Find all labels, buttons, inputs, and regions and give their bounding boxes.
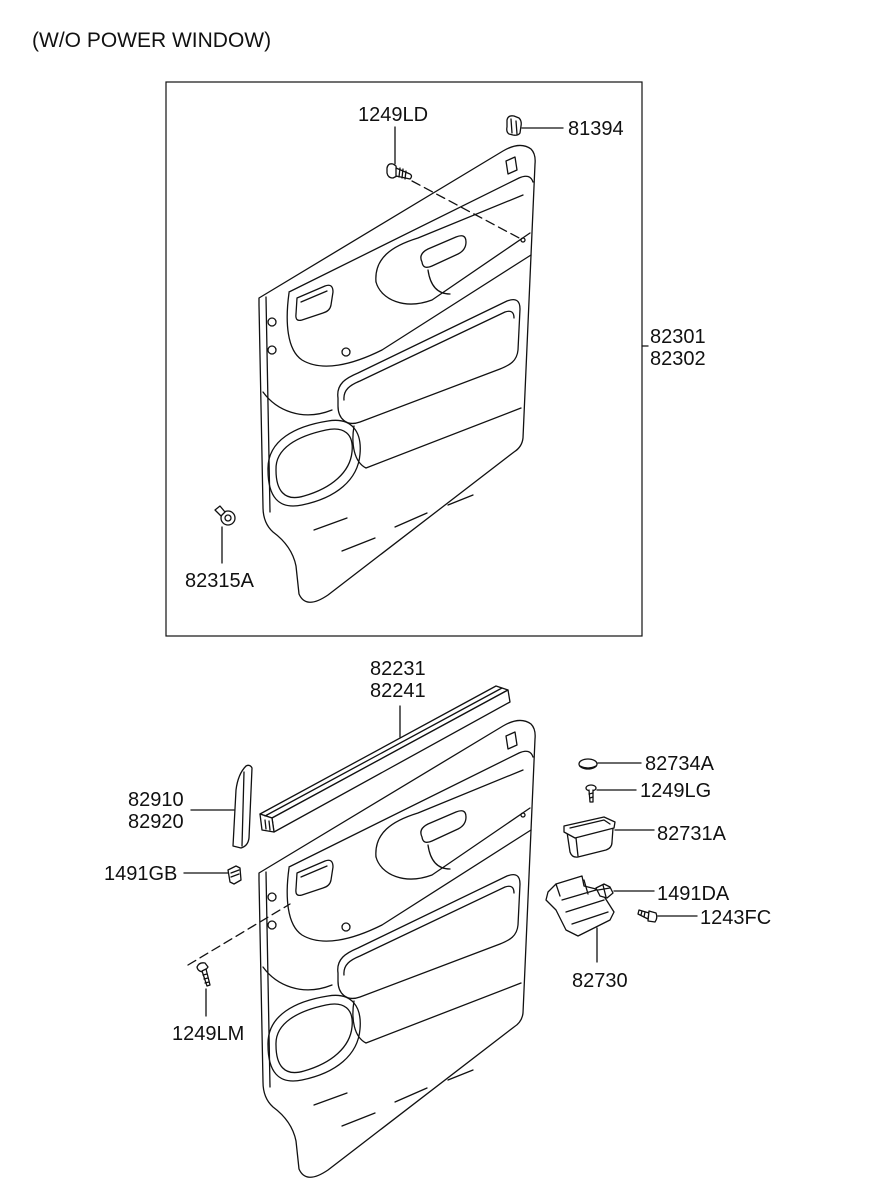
trim-82910-part <box>232 764 253 849</box>
cap-82734A-part <box>578 758 598 770</box>
callout-82910: 82910 <box>128 789 184 811</box>
callout-82301: 82301 <box>650 326 706 348</box>
callout-1491GB: 1491GB <box>104 863 177 885</box>
page-title: (W/O POWER WINDOW) <box>32 29 271 52</box>
callout-82231: 82231 <box>370 658 426 680</box>
callout-82315A: 82315A <box>185 570 255 592</box>
callout-1243FC: 1243FC <box>700 907 771 929</box>
screw-1243FC-part <box>637 909 658 923</box>
callout-82302: 82302 <box>650 348 706 370</box>
callout-1249LG: 1249LG <box>640 780 711 802</box>
callout-82241: 82241 <box>370 680 426 702</box>
clip-82315A-part <box>214 505 236 526</box>
clip-81394-part <box>506 115 522 136</box>
fastener-1491GB-part <box>227 865 242 885</box>
screw-1249LG-part <box>585 784 597 803</box>
callout-82730: 82730 <box>572 970 628 992</box>
callout-81394: 81394 <box>568 118 624 140</box>
fastener-1491DA-part <box>595 883 614 899</box>
cup-82731A-part <box>563 816 616 858</box>
callout-82731A: 82731A <box>657 823 727 845</box>
strip-82231-part <box>259 685 511 833</box>
door-panel-lower <box>258 719 536 1178</box>
callout-1249LD: 1249LD <box>358 104 428 126</box>
upper-group-frame <box>165 81 643 637</box>
assembly-line-1249LD <box>411 180 522 240</box>
callout-82920: 82920 <box>128 811 184 833</box>
callout-1249LM: 1249LM <box>172 1023 244 1045</box>
callout-82734A: 82734A <box>645 753 715 775</box>
screw-1249LM-part <box>196 962 211 987</box>
screw-1249LD-part <box>386 163 413 180</box>
door-panel-upper <box>258 144 536 603</box>
assembly-line-1249LM <box>187 903 291 966</box>
callout-1491DA: 1491DA <box>657 883 730 905</box>
